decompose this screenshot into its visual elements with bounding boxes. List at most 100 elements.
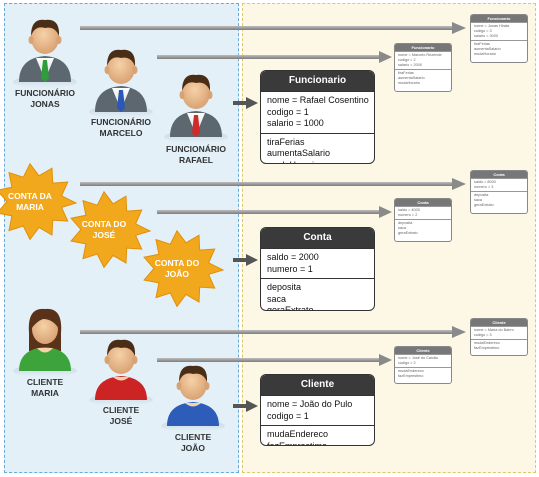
method-line: mudaEndereco — [398, 369, 424, 373]
object-card-title: Funcionario — [471, 15, 527, 22]
attribute-line: nome = José do Caixão — [398, 356, 438, 360]
object-card-methods: deposita saca geraExtrato — [471, 191, 527, 209]
attribute-line: nome = Marcelo Rezende — [398, 53, 442, 57]
object-card-attributes: nome = Marcelo Rezende codigo = 2 salari… — [395, 51, 451, 69]
object-card-methods: tiraFerias aumentaSalario mudaHorario — [395, 69, 451, 87]
arrow-conta-jose — [157, 206, 392, 218]
attribute-line: codigo = 3 — [474, 333, 492, 337]
object-card-attributes: nome = José do Caixão codigo = 2 — [395, 354, 451, 367]
object-card-methods: deposita saca geraExtrato — [395, 219, 451, 237]
object-card-cliente-maria: Cliente nome = Maria do Bairro codigo = … — [470, 318, 528, 356]
method-line: mudaHorario — [398, 81, 420, 85]
object-card-title: Funcionario — [395, 44, 451, 51]
account-joao-label: CONTA DO JOÃO — [154, 258, 200, 279]
attribute-line: saldo = 8000 — [474, 180, 496, 184]
attribute-line: codigo = 2 — [398, 361, 416, 365]
arrow-cliente-maria — [80, 326, 466, 338]
object-card-title: Conta — [395, 199, 451, 206]
method-line: tiraFerias — [267, 136, 305, 147]
method-line: saca — [398, 226, 407, 230]
object-card-title: Funcionario — [261, 71, 374, 91]
object-card-funcionario-rafael: Funcionario nome = Rafael Cosentino codi… — [260, 70, 375, 164]
object-card-conta-joao: Conta saldo = 2000 numero = 1 deposita s… — [260, 227, 375, 311]
attribute-line: nome = João do Pulo — [267, 399, 353, 409]
arrow-cliente-jose — [157, 354, 392, 366]
method-line: aumentaSalario — [398, 76, 425, 80]
method-line: geraExtrato — [474, 203, 494, 207]
attribute-line: saldo = 4000 — [398, 208, 420, 212]
client-maria-label: CLIENTE MARIA — [26, 377, 64, 398]
attribute-line: codigo = 1 — [267, 106, 309, 117]
object-card-attributes: nome = Rafael Cosentino codigo = 1 salar… — [261, 91, 374, 133]
employee-jonas-figure — [13, 19, 77, 88]
method-line: deposita — [398, 221, 413, 225]
client-jose-label: CLIENTE JOSÉ — [102, 405, 140, 426]
arrow-conta-joao — [233, 254, 258, 266]
method-line: aumentaSalario — [474, 47, 501, 51]
method-line: geraExtrato — [398, 231, 418, 235]
object-card-methods: mudaEndereco fazEmprestimo — [261, 425, 374, 445]
arrow-marcelo — [157, 51, 392, 63]
attribute-line: nome = Rafael Cosentino — [267, 95, 369, 105]
method-line: fazEmprestimo — [474, 346, 500, 350]
method-line: geraExtrato — [267, 305, 314, 311]
object-card-conta-maria: Conta saldo = 8000 numero = 3 deposita s… — [470, 170, 528, 214]
object-card-methods: mudaEndereco fazEmprestimo — [471, 339, 527, 352]
account-maria-label: CONTA DA MARIA — [8, 191, 52, 212]
client-joao-figure — [161, 365, 225, 432]
method-line: deposita — [267, 282, 302, 292]
method-line: mudaEndereco — [474, 341, 500, 345]
object-card-attributes: nome = Maria do Bairro codigo = 3 — [471, 326, 527, 339]
arrow-cliente-joao — [233, 400, 258, 412]
attribute-line: salario = 1000 — [267, 118, 324, 128]
arrow-jonas — [80, 22, 466, 34]
method-line: aumentaSalario — [267, 148, 331, 158]
method-line: mudaEndereco — [267, 429, 329, 439]
employee-rafael-label: FUNCIONÁRIO RAFAEL — [166, 144, 226, 165]
object-card-cliente-jose: Cliente nome = José do Caixão codigo = 2… — [394, 346, 452, 384]
method-line: deposita — [474, 193, 489, 197]
object-card-title: Conta — [261, 228, 374, 248]
object-card-cliente-joao: Cliente nome = João do Pulo codigo = 1 m… — [260, 374, 375, 446]
attribute-line: salario = 3000 — [474, 34, 498, 38]
object-card-methods: tiraFerias aumentaSalario mudaHorario — [261, 132, 374, 164]
attribute-line: codigo = 3 — [474, 29, 492, 33]
object-card-title: Cliente — [471, 319, 527, 326]
employee-jonas-label: FUNCIONÁRIO JONAS — [15, 88, 75, 109]
object-card-methods: tiraFerias aumentaSalario mudaHorario — [471, 40, 527, 58]
employee-rafael-figure — [164, 74, 228, 143]
client-joao-label: CLIENTE JOÃO — [174, 432, 212, 453]
account-jose-label: CONTA DO JOSÉ — [81, 219, 127, 240]
client-jose-figure — [89, 339, 153, 406]
account-maria-burst — [0, 162, 78, 241]
method-line: tiraFerias — [474, 42, 490, 46]
attribute-line: numero = 2 — [398, 213, 418, 217]
object-card-attributes: saldo = 2000 numero = 1 — [261, 248, 374, 278]
attribute-line: codigo = 2 — [398, 58, 416, 62]
account-joao-burst — [143, 229, 225, 308]
method-line: mudaHorario — [474, 52, 496, 56]
client-maria-figure — [13, 308, 77, 377]
attribute-line: nome = Maria do Bairro — [474, 328, 514, 332]
employee-marcelo-figure — [89, 49, 153, 118]
object-card-title: Cliente — [395, 347, 451, 354]
object-card-funcionario-jonas: Funcionario nome = Jonas Hirata codigo =… — [470, 14, 528, 63]
method-line: tiraFerias — [398, 71, 414, 75]
object-card-attributes: saldo = 8000 numero = 3 — [471, 178, 527, 191]
attribute-line: saldo = 2000 — [267, 252, 319, 262]
object-card-methods: mudaEndereco fazEmprestimo — [395, 367, 451, 380]
method-line: fazEmprestimo — [398, 374, 424, 378]
method-line: saca — [474, 198, 483, 202]
object-card-attributes: saldo = 4000 numero = 2 — [395, 206, 451, 219]
account-jose-burst — [70, 190, 152, 269]
object-card-attributes: nome = João do Pulo codigo = 1 — [261, 395, 374, 425]
object-card-title: Cliente — [261, 375, 374, 395]
object-card-attributes: nome = Jonas Hirata codigo = 3 salario =… — [471, 22, 527, 40]
attribute-line: codigo = 1 — [267, 410, 309, 421]
object-card-conta-jose: Conta saldo = 4000 numero = 2 deposita s… — [394, 198, 452, 242]
method-line: mudaHorario — [267, 160, 368, 164]
attribute-line: nome = Jonas Hirata — [474, 24, 510, 28]
object-card-title: Conta — [471, 171, 527, 178]
